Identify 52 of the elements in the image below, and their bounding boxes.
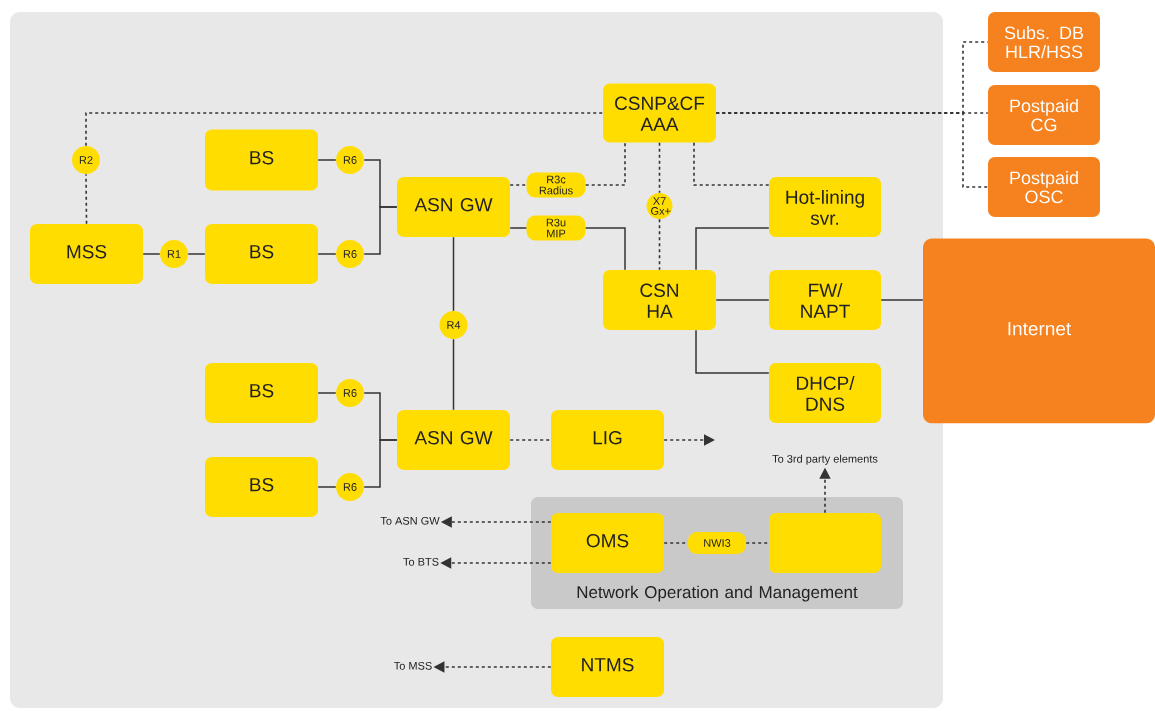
connector-line [317, 253, 337, 255]
connector-line [509, 184, 528, 186]
destination-label: To ASN GW [380, 516, 440, 525]
connector-line [658, 141, 661, 194]
connector-line [715, 112, 989, 188]
connector-line [509, 439, 552, 441]
internet-box: Internet [923, 238, 1155, 424]
element-box: ASN GW [397, 410, 510, 470]
destination-label: To BTS [403, 557, 439, 566]
element-box: MSS [30, 224, 143, 284]
external-system-box: Postpaid CG [988, 85, 1100, 145]
connector-line [85, 173, 88, 225]
external-system-box: Postpaid OSC [988, 157, 1100, 217]
connector-line [363, 439, 398, 488]
connector-line [452, 236, 455, 312]
external-system-box: Subs. DB HLR/HSS [988, 12, 1100, 72]
element-box: CSN HA [603, 270, 716, 330]
element-box: BS [205, 224, 318, 284]
element-box: BS [205, 363, 318, 423]
connector-line [317, 486, 337, 488]
connector-line [693, 141, 770, 186]
connector-line [584, 141, 626, 186]
element-box: BS [205, 129, 318, 191]
connector-line [745, 542, 770, 544]
element-box: OMS [551, 513, 664, 573]
element-box: DHCP/ DNS [769, 363, 881, 423]
connector-line [317, 159, 337, 161]
element-box: Hot-lining svr. [769, 177, 881, 237]
element-box: CSNP&CF AAA [603, 83, 716, 143]
connector-line [187, 253, 206, 255]
element-box [769, 513, 881, 573]
destination-label: To 3rd party elements [772, 454, 878, 465]
connector-line [142, 253, 161, 255]
element-box: ASN GW [397, 177, 510, 237]
element-box: NTMS [551, 637, 664, 697]
interface-pill: R3c Radius [526, 172, 586, 198]
connector-line [85, 112, 604, 147]
connector-line [509, 227, 528, 229]
element-box: FW/ NAPT [769, 270, 881, 330]
destination-label: To MSS [394, 661, 432, 670]
element-box: LIG [551, 410, 664, 470]
connector-line [658, 218, 661, 271]
connector-line [695, 329, 770, 374]
connector-line [584, 227, 626, 271]
connector-line [317, 392, 337, 394]
element-box: BS [205, 457, 318, 517]
interface-pill: R3u MIP [526, 215, 586, 241]
connector-line [363, 206, 398, 255]
connector-line [695, 227, 770, 271]
connector-line [880, 299, 924, 301]
connector-line [715, 299, 770, 301]
connector-line [452, 338, 455, 411]
